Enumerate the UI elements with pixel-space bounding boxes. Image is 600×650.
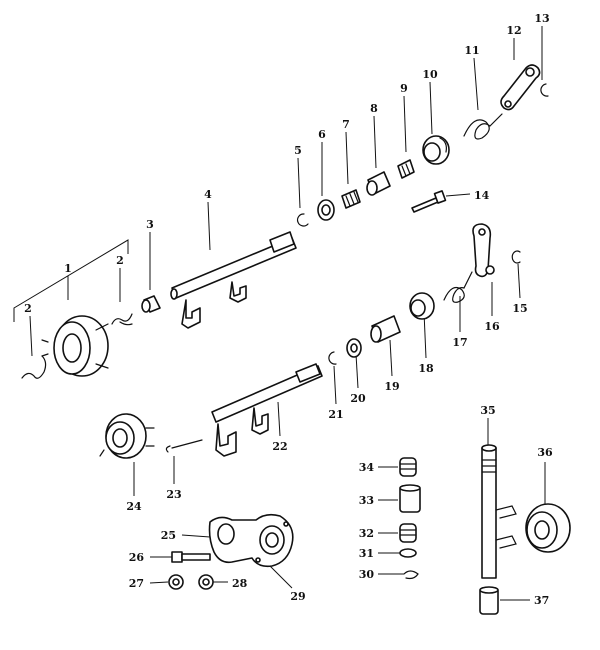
- shift-shaft-upper: [170, 231, 297, 329]
- circlip: [296, 213, 309, 227]
- label-5: 5: [294, 144, 302, 157]
- label-22: 22: [272, 440, 287, 453]
- housing: [208, 513, 294, 568]
- label-7: 7: [342, 118, 350, 131]
- label-13: 13: [534, 12, 549, 25]
- nut: [168, 574, 184, 590]
- clip-upper: [540, 83, 549, 97]
- compression-spring: [341, 189, 361, 209]
- circlip-lower: [328, 351, 337, 365]
- label-23: 23: [166, 488, 181, 501]
- label-2-right: 2: [116, 254, 124, 267]
- clip-lower: [511, 250, 521, 264]
- label-35: 35: [480, 404, 495, 417]
- part-labels: 1 2 2 3 4 5 6 7 8 9 10 11 12 13 14 15 16…: [24, 12, 553, 607]
- release-bearing: [41, 315, 109, 377]
- shift-shaft-lower: [211, 363, 323, 457]
- label-8: 8: [370, 102, 378, 115]
- label-31: 31: [359, 547, 374, 560]
- label-3: 3: [146, 218, 154, 231]
- pin: [165, 439, 203, 453]
- spring-small: [397, 159, 415, 179]
- label-34: 34: [359, 461, 375, 474]
- label-26: 26: [129, 551, 145, 564]
- label-37: 37: [534, 594, 549, 607]
- spring-clip-left: [21, 355, 47, 379]
- sleeve-33: [399, 484, 421, 513]
- label-20: 20: [350, 392, 366, 405]
- bolt: [411, 190, 447, 213]
- lock-washer: [198, 574, 214, 590]
- label-9: 9: [400, 82, 408, 95]
- vertical-shaft: [481, 444, 517, 579]
- label-18: 18: [418, 362, 434, 375]
- label-1: 1: [64, 262, 72, 275]
- label-28: 28: [232, 577, 248, 590]
- label-14: 14: [474, 189, 490, 202]
- bearing-assembly: [99, 413, 155, 459]
- label-25: 25: [161, 529, 176, 542]
- label-30: 30: [359, 568, 375, 581]
- label-15: 15: [512, 302, 527, 315]
- label-16: 16: [484, 320, 500, 333]
- label-6: 6: [318, 128, 326, 141]
- bushing: [141, 295, 161, 313]
- lever-upper: [500, 64, 541, 111]
- washer: [317, 199, 335, 221]
- label-32: 32: [359, 527, 374, 540]
- bolt-small: [171, 551, 211, 563]
- torsion-spring: [463, 113, 503, 140]
- washer-lower: [346, 338, 362, 358]
- sleeve: [366, 171, 391, 196]
- label-19: 19: [384, 380, 399, 393]
- bearing-36: [525, 503, 571, 553]
- sleeve-lower: [370, 315, 401, 343]
- torsion-spring-lower: [443, 271, 473, 303]
- spring-clip-right: [111, 313, 133, 326]
- washer-31: [399, 548, 417, 558]
- spring-34: [399, 457, 417, 477]
- label-17: 17: [452, 336, 467, 349]
- label-11: 11: [464, 44, 479, 57]
- label-12: 12: [506, 24, 521, 37]
- label-21: 21: [328, 408, 343, 421]
- circlip-30: [403, 570, 419, 580]
- coil-assembly: [422, 135, 450, 165]
- label-29: 29: [290, 590, 305, 603]
- label-36: 36: [537, 446, 553, 459]
- label-10: 10: [422, 68, 438, 81]
- spring-32: [399, 523, 417, 543]
- label-4: 4: [204, 188, 212, 201]
- coil-lower: [409, 292, 435, 320]
- label-27: 27: [129, 577, 144, 590]
- label-24: 24: [126, 500, 142, 513]
- bushing-37: [479, 586, 499, 615]
- label-33: 33: [359, 494, 374, 507]
- label-2-left: 2: [24, 302, 32, 315]
- leader-lines: [13, 26, 546, 601]
- lever-lower: [472, 223, 495, 278]
